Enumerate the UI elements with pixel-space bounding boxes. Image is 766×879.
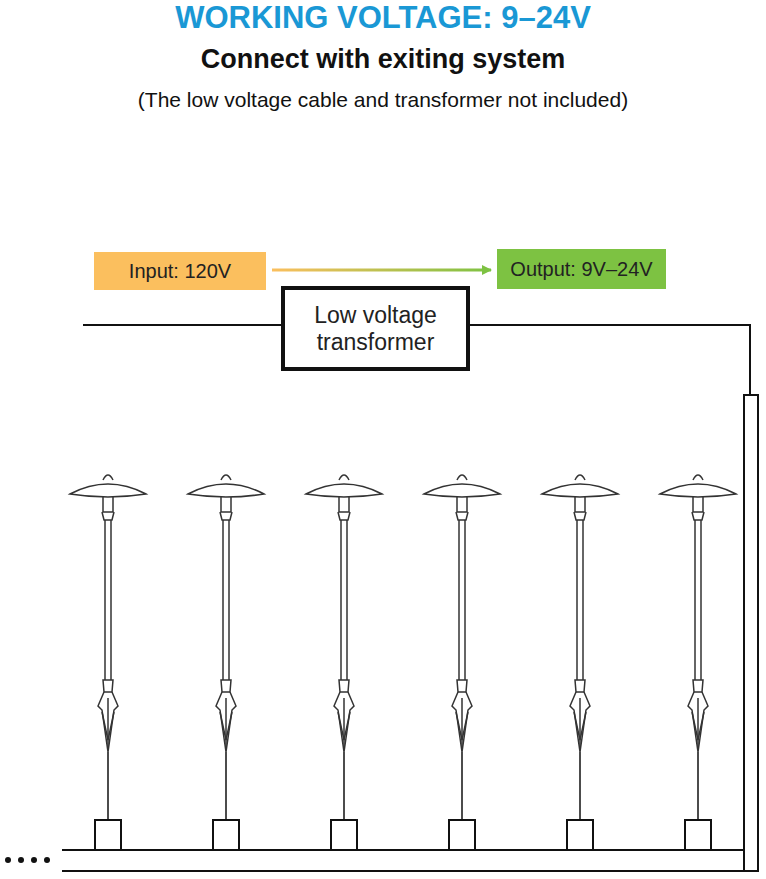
input-wire (83, 324, 283, 326)
subtitle: Connect with exiting system (0, 44, 766, 75)
path-light (188, 475, 264, 850)
node-text: Low voltage transformer (301, 302, 451, 355)
voltage-arrow (272, 269, 491, 272)
input-box: Input: 120V (94, 252, 266, 290)
path-light (424, 475, 500, 850)
cable-riser (744, 395, 758, 871)
cable-top (62, 849, 744, 851)
output-wire (468, 325, 750, 395)
node-text: Input: 120V (129, 260, 231, 283)
low-voltage-wiring (62, 325, 758, 871)
path-light (70, 475, 146, 850)
node-text: Output: 9V–24V (510, 258, 652, 281)
output-box: Output: 9V–24V (497, 249, 666, 289)
title: WORKING VOLTAGE: 9–24V (0, 0, 766, 36)
path-light (542, 475, 618, 850)
transformer-box: Low voltage transformer (281, 286, 470, 371)
path-light (306, 475, 382, 850)
continuation-dots (5, 857, 50, 863)
path-light (660, 475, 736, 850)
cable-bottom (62, 870, 758, 872)
path-lights (70, 475, 736, 850)
note: (The low voltage cable and transformer n… (0, 88, 766, 112)
